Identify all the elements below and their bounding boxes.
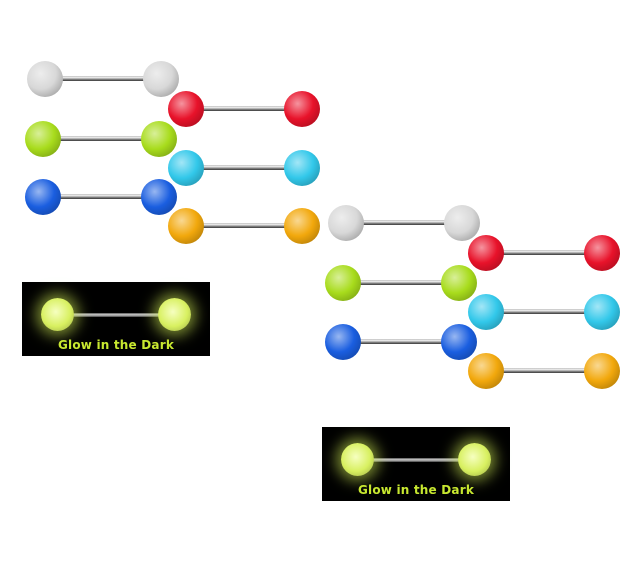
barbell-ball-right: [143, 61, 179, 97]
barbell-aqua: [468, 294, 620, 330]
glow-barbell-bar: [62, 313, 170, 317]
barbell-ball-right: [284, 91, 320, 127]
barbell-green: [325, 265, 477, 301]
barbell-ball-left: [468, 353, 504, 389]
barbell-red: [468, 235, 620, 271]
glow-in-dark-panel-2: Glow in the Dark: [322, 427, 510, 501]
barbell-ball-right: [141, 179, 177, 215]
glow-ball-right: [458, 443, 491, 476]
glow-label: Glow in the Dark: [357, 483, 475, 497]
barbell-ball-right: [444, 205, 480, 241]
barbell-ball-right: [284, 150, 320, 186]
barbell-red: [168, 91, 320, 127]
barbell-ball-right: [584, 353, 620, 389]
barbell-blue: [325, 324, 477, 360]
barbell-ball-left: [468, 294, 504, 330]
barbell-bar: [47, 76, 159, 81]
barbell-clear: [27, 61, 179, 97]
barbell-set-2: [300, 180, 622, 410]
barbell-bar: [488, 368, 600, 373]
barbell-ball-right: [141, 121, 177, 157]
barbell-bar: [488, 250, 600, 255]
barbell-green: [25, 121, 177, 157]
barbell-ball-right: [584, 235, 620, 271]
barbell-orange: [168, 208, 320, 244]
barbell-ball-left: [325, 265, 361, 301]
barbell-ball-right: [441, 324, 477, 360]
barbell-ball-right: [584, 294, 620, 330]
barbell-bar: [488, 309, 600, 314]
barbell-blue: [25, 179, 177, 215]
barbell-bar: [345, 280, 457, 285]
barbell-clear: [328, 205, 480, 241]
barbell-ball-left: [168, 150, 204, 186]
barbell-ball-left: [325, 324, 361, 360]
barbell-aqua: [168, 150, 320, 186]
barbell-ball-left: [27, 61, 63, 97]
barbell-ball-left: [25, 179, 61, 215]
barbell-bar: [345, 339, 457, 344]
barbell-bar: [45, 136, 157, 141]
barbell-ball-left: [25, 121, 61, 157]
glow-barbell-bar: [362, 458, 470, 462]
barbell-ball-left: [168, 208, 204, 244]
barbell-set-1: [0, 0, 330, 360]
glow-ball-right: [158, 298, 191, 331]
glow-ball-left: [41, 298, 74, 331]
barbell-bar: [188, 106, 300, 111]
barbell-ball-left: [468, 235, 504, 271]
barbell-bar: [188, 165, 300, 170]
barbell-ball-left: [328, 205, 364, 241]
glow-label: Glow in the Dark: [57, 338, 175, 352]
glow-ball-left: [341, 443, 374, 476]
barbell-bar: [348, 220, 460, 225]
barbell-ball-left: [168, 91, 204, 127]
barbell-bar: [188, 223, 300, 228]
glow-in-dark-panel-1: Glow in the Dark: [22, 282, 210, 356]
barbell-bar: [45, 194, 157, 199]
barbell-ball-right: [284, 208, 320, 244]
barbell-ball-right: [441, 265, 477, 301]
barbell-orange: [468, 353, 620, 389]
